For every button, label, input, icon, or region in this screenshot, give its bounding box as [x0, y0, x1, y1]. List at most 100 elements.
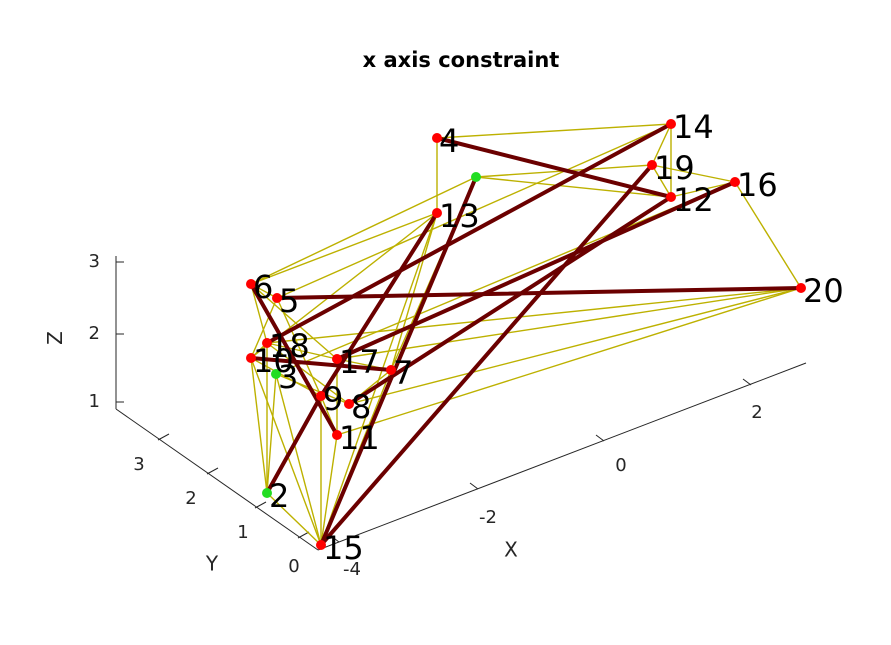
y-tick-3 — [157, 433, 170, 441]
weak-edge-6-17 — [250, 283, 338, 360]
weak-edge-16-20 — [734, 181, 802, 289]
node-label-7: 7 — [393, 354, 413, 392]
strong-edges — [249, 122, 803, 547]
y-tick-1 — [254, 501, 267, 509]
weak-edge-13-6 — [250, 212, 438, 285]
nodes — [246, 119, 806, 550]
node-point-4 — [432, 133, 442, 143]
weak-edge-3-2 — [266, 373, 277, 494]
node-point-8 — [344, 399, 354, 409]
z-tick-label: 1 — [89, 391, 100, 412]
node-label-19: 19 — [654, 149, 695, 187]
node-point-14 — [666, 119, 676, 129]
node-label-11: 11 — [339, 419, 380, 457]
node-point-5 — [272, 293, 282, 303]
weak-edge-12-16 — [670, 181, 736, 198]
node-label-6: 6 — [253, 268, 273, 306]
node-point-15 — [316, 540, 326, 550]
node-label-4: 4 — [439, 122, 459, 160]
node-point-18 — [262, 338, 272, 348]
x-axis-label: X — [504, 538, 518, 562]
x-tick-0 — [595, 434, 605, 442]
node-point-9 — [316, 391, 326, 401]
weak-edge-20-17 — [336, 287, 802, 360]
z-tick-label: 3 — [89, 251, 100, 272]
strong-edge-10-7 — [249, 356, 393, 372]
weak-edge-4-14 — [436, 123, 672, 139]
y-axis-line — [115, 408, 319, 551]
x-tick-label: 0 — [615, 455, 626, 476]
weak-edge-5-9 — [276, 297, 322, 397]
node-point-11 — [332, 430, 342, 440]
weak-edge-10-15 — [250, 357, 322, 546]
z-axis-label: Z — [43, 331, 67, 345]
weak-edge-G-12 — [475, 176, 672, 198]
weak-edge-14-5 — [276, 123, 672, 299]
weak-edges — [250, 123, 802, 546]
z-axis: 3 2 1 Z — [43, 251, 124, 412]
weak-edge-10-2 — [250, 357, 268, 494]
weak-edge-G-6 — [250, 176, 477, 285]
strong-edge-13-9 — [319, 211, 439, 398]
node-label-5: 5 — [279, 282, 299, 320]
y-tick-label: 2 — [185, 488, 196, 509]
node-point-12 — [666, 192, 676, 202]
node-point-unlabeled — [471, 172, 481, 182]
node-label-13: 13 — [439, 197, 480, 235]
y-tick-label: 0 — [288, 556, 299, 577]
weak-edge-20-11 — [336, 287, 802, 436]
node-label-20: 20 — [803, 272, 844, 310]
node-label-8: 8 — [351, 388, 371, 426]
node-point-7 — [386, 365, 396, 375]
node-label-18: 18 — [269, 327, 310, 365]
x-axis: -4 -2 0 2 X — [317, 362, 807, 580]
weak-edge-20-8 — [348, 287, 802, 405]
weak-edge-3-15 — [275, 373, 322, 546]
x-tick-label: -2 — [479, 507, 497, 528]
weak-edge-11-15 — [320, 434, 338, 546]
node-label-14: 14 — [673, 108, 714, 146]
x-tick-label: 2 — [751, 402, 762, 423]
y-tick-label: 1 — [237, 522, 248, 543]
node-point-19 — [647, 160, 657, 170]
strong-edge-8-12 — [347, 195, 673, 406]
y-tick-0 — [297, 531, 310, 539]
node-label-15: 15 — [323, 529, 364, 567]
y-tick-label: 3 — [133, 454, 144, 475]
node-label-10: 10 — [253, 342, 294, 380]
weak-edge-18-17 — [266, 342, 338, 360]
y-tick-2 — [206, 467, 219, 475]
strong-edge-15-19 — [319, 163, 654, 547]
node-label-16: 16 — [737, 166, 778, 204]
x-tick-2 — [742, 378, 752, 386]
weak-edge-19-12 — [651, 164, 672, 198]
strong-edge-4-12 — [435, 136, 673, 199]
chart-title: x axis constraint — [363, 48, 560, 72]
node-point-2 — [262, 488, 272, 498]
node-label-3: 3 — [278, 358, 298, 396]
strong-edge-17-16 — [335, 180, 737, 361]
weak-edge-6-18 — [250, 283, 268, 344]
weak-edge-14-19 — [651, 123, 672, 166]
y-axis: 0 1 2 3 Y — [115, 408, 319, 577]
node-point-3 — [271, 369, 281, 379]
node-point-17 — [332, 354, 342, 364]
weak-edge-20-18 — [266, 287, 802, 344]
node-point-16 — [730, 177, 740, 187]
strong-edge-2-9 — [265, 394, 323, 495]
x-axis-line — [317, 362, 807, 551]
weak-edge-18-8 — [266, 342, 350, 405]
z-tick-label: 2 — [89, 323, 100, 344]
weak-edge-13-7 — [390, 212, 438, 371]
x-tick-label: -4 — [343, 559, 361, 580]
weak-edge-5-10 — [250, 297, 278, 359]
strong-edge-14-18 — [265, 122, 673, 345]
node-point-10 — [246, 353, 256, 363]
node-label-2: 2 — [269, 477, 289, 515]
node-label-12: 12 — [673, 181, 714, 219]
x-tick--2 — [469, 482, 479, 490]
node-point-20 — [796, 283, 806, 293]
